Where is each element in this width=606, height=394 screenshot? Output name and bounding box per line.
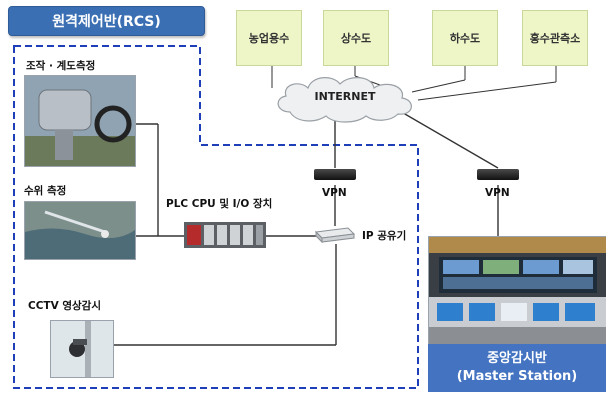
plc-label: PLC CPU 및 I/O 장치 bbox=[166, 198, 273, 210]
master-station-photo bbox=[428, 236, 606, 346]
master-station-panel: 중앙감시반 (Master Station) bbox=[428, 344, 606, 392]
router-label: IP 공유기 bbox=[362, 230, 407, 242]
rcs-region-border bbox=[13, 45, 419, 389]
vpn-device-icon bbox=[314, 169, 356, 180]
user-box-water-supply: 상수도 bbox=[323, 10, 389, 66]
water-level-photo bbox=[24, 201, 136, 260]
vpn-device-icon bbox=[477, 169, 519, 180]
master-station-name-en: (Master Station) bbox=[456, 369, 578, 384]
internet-label: INTERNET bbox=[314, 90, 376, 103]
master-station-name-ko: 중앙감시반 bbox=[487, 351, 547, 366]
rcs-title: 원격제어반(RCS) bbox=[8, 6, 205, 36]
level-measure-label: 수위 측정 bbox=[24, 185, 67, 197]
actuator-photo bbox=[24, 75, 136, 167]
cctv-label: CCTV 영상감시 bbox=[28, 300, 101, 312]
user-box-agriculture: 농업용수 bbox=[236, 10, 302, 66]
plc-device-icon bbox=[184, 222, 266, 248]
vpn-label-right: VPN bbox=[485, 187, 510, 199]
internet-cloud-icon bbox=[277, 77, 412, 123]
router-icon bbox=[314, 227, 356, 244]
user-box-sewage: 하수도 bbox=[432, 10, 498, 66]
cctv-camera-photo bbox=[50, 320, 114, 378]
control-measure-label: 조작 · 계도측정 bbox=[26, 60, 96, 72]
vpn-label-left: VPN bbox=[322, 187, 347, 199]
user-box-flood-station: 홍수관측소 bbox=[522, 10, 588, 66]
